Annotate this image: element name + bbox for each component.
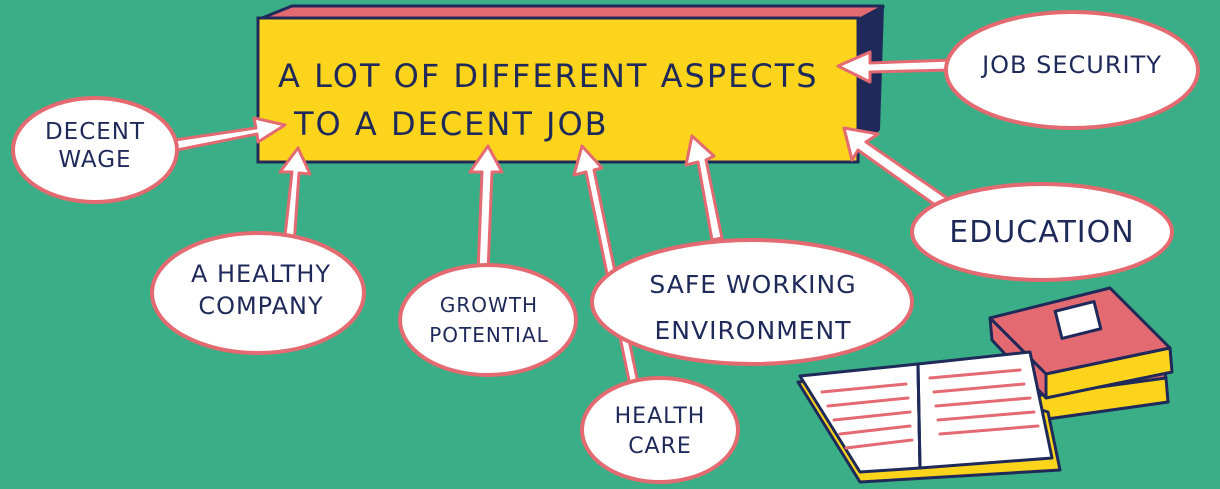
health-care-line-2: CARE [628, 434, 692, 459]
box-front-face [256, 16, 860, 164]
central-box-title: A LOT OF DIFFERENT ASPECTS TO A DECENT J… [278, 52, 838, 148]
safe-working-line-1: SAFE WORKING [649, 270, 857, 299]
health-care-line-1: HEALTH [614, 404, 706, 429]
central-box [256, 4, 885, 164]
bubble-education: EDUCATION [925, 214, 1159, 252]
bubbles [11, 10, 1200, 484]
bubble-safe-working-shape [590, 238, 914, 366]
bubble-health-care: HEALTH CARE [600, 402, 720, 462]
bubble-decent-wage-shape [11, 96, 179, 204]
bubble-healthy-company-shape [150, 231, 366, 355]
arrow-growth-potential [468, 144, 504, 274]
arrow-education [842, 126, 952, 212]
bubble-safe-working-environment: SAFE WORKING ENVIRONMENT [598, 262, 908, 354]
job-security-line-1: JOB SECURITY [982, 51, 1162, 79]
central-line-2: TO A DECENT JOB [294, 105, 609, 143]
growth-potential-line-2: POTENTIAL [429, 323, 549, 347]
bubble-job-security-shape [944, 10, 1200, 130]
bubble-growth-potential-shape [398, 263, 578, 377]
decent-wage-line-2: WAGE [58, 147, 132, 173]
growth-potential-line-1: GROWTH [439, 293, 539, 317]
arrow-decent-wage [173, 116, 287, 152]
healthy-company-line-1: A HEALTHY [190, 260, 332, 288]
bubble-decent-wage: DECENT WAGE [35, 118, 155, 174]
bubble-health-care-shape [580, 376, 740, 484]
healthy-company-line-2: COMPANY [198, 292, 324, 320]
closed-books-stack-icon [988, 286, 1174, 422]
arrow-job-security [836, 50, 954, 84]
central-line-1: A LOT OF DIFFERENT ASPECTS [278, 57, 819, 95]
decent-wage-line-1: DECENT [44, 119, 146, 145]
safe-working-line-2: ENVIRONMENT [654, 316, 852, 345]
arrow-healthy-company [278, 146, 312, 247]
open-book-icon [796, 350, 1062, 484]
arrow-safe-working [684, 134, 724, 242]
bubble-job-security: JOB SECURITY [956, 48, 1188, 82]
bubble-education-shape [910, 182, 1174, 282]
bubble-healthy-company: A HEALTHY COMPANY [166, 258, 356, 322]
education-line-1: EDUCATION [949, 215, 1135, 250]
bubble-growth-potential: GROWTH POTENTIAL [408, 290, 570, 350]
